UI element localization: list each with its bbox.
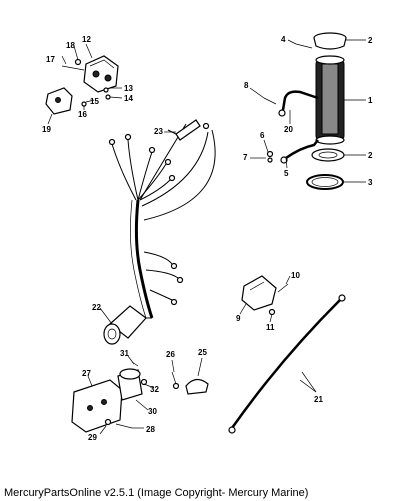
key-switch-assembly xyxy=(71,361,209,433)
callout-labels: 1 2 2 3 4 5 6 7 8 9 10 11 12 13 14 15 16… xyxy=(42,35,373,442)
callout-2: 2 xyxy=(368,36,373,45)
callout-22: 22 xyxy=(92,303,101,312)
callout-15: 15 xyxy=(90,97,99,106)
callout-31: 31 xyxy=(120,349,129,358)
callout-13: 13 xyxy=(124,84,133,93)
callout-6: 6 xyxy=(260,131,265,140)
wiring-harness xyxy=(103,119,216,345)
callout-26: 26 xyxy=(166,350,175,359)
parts-diagram: 1 2 2 3 4 5 6 7 8 9 10 11 12 13 14 15 16… xyxy=(42,32,373,442)
callout-28: 28 xyxy=(146,425,155,434)
callout-5: 5 xyxy=(284,169,289,178)
callout-8: 8 xyxy=(244,81,249,90)
battery-cable xyxy=(228,294,346,434)
callout-9: 9 xyxy=(236,314,241,323)
callout-1: 1 xyxy=(368,96,373,105)
callout-14: 14 xyxy=(124,94,133,103)
callout-12: 12 xyxy=(82,35,91,44)
callout-3: 3 xyxy=(368,178,373,187)
leader-lines xyxy=(47,39,366,435)
solenoid-bracket xyxy=(45,55,119,115)
callout-18: 18 xyxy=(66,41,75,50)
callout-19: 19 xyxy=(42,125,51,134)
callout-10: 10 xyxy=(291,271,300,280)
callout-32: 32 xyxy=(150,385,159,394)
callout-16: 16 xyxy=(78,110,87,119)
callout-23: 23 xyxy=(154,127,163,136)
callout-30: 30 xyxy=(148,407,157,416)
starter-motor xyxy=(263,32,347,190)
callout-7: 7 xyxy=(243,153,248,162)
callout-2: 2 xyxy=(368,151,373,160)
callout-11: 11 xyxy=(266,323,275,332)
callout-4: 4 xyxy=(281,35,286,44)
copyright-caption: MercuryPartsOnline v2.5.1 (Image Copyrig… xyxy=(4,487,309,499)
callout-29: 29 xyxy=(88,433,97,442)
relay-box xyxy=(241,275,289,316)
callout-20: 20 xyxy=(284,125,293,134)
callout-17: 17 xyxy=(46,55,55,64)
callout-25: 25 xyxy=(198,348,207,357)
callout-27: 27 xyxy=(82,369,91,378)
callout-21: 21 xyxy=(314,395,323,404)
